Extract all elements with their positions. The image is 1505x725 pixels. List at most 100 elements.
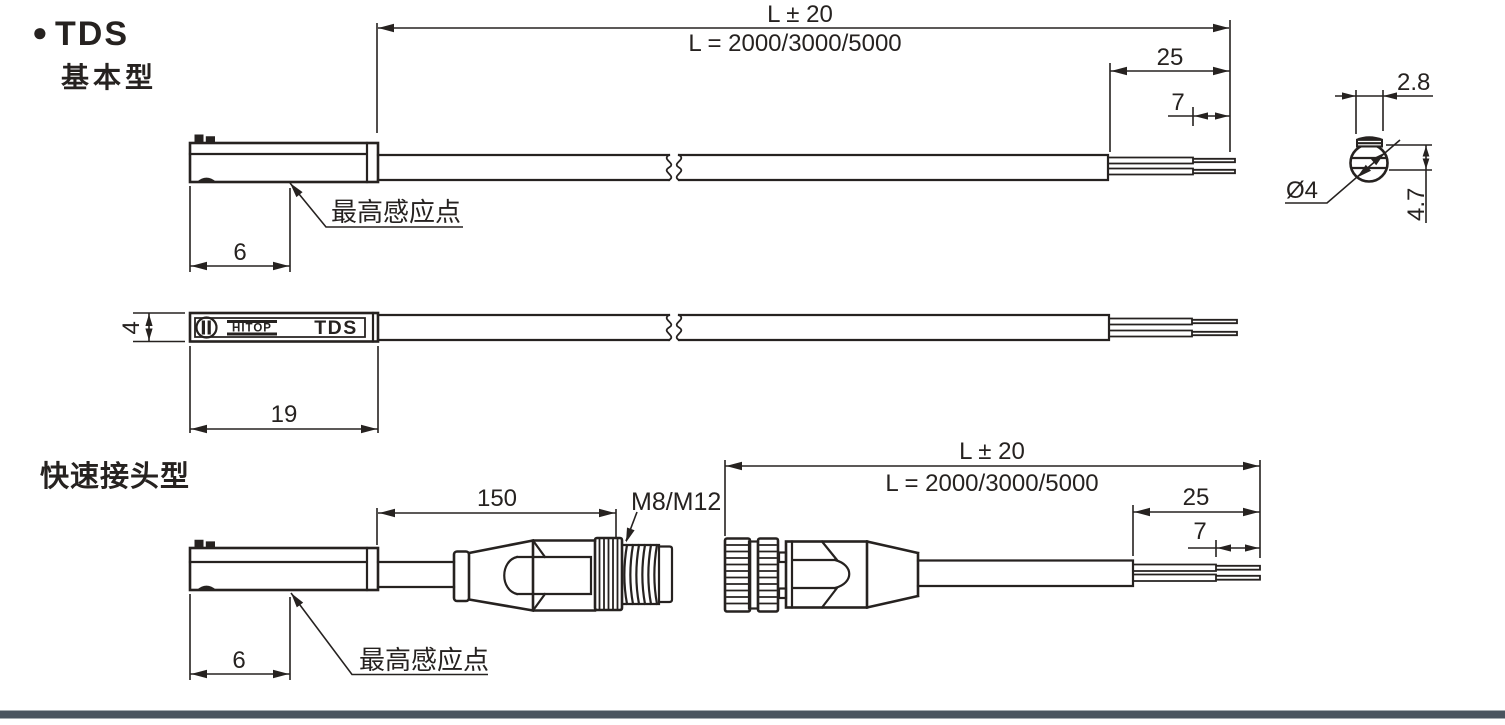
cable-break-symbol xyxy=(665,153,683,182)
cable xyxy=(376,313,1111,342)
leader-arrow xyxy=(290,183,303,198)
knurled-ring-2 xyxy=(756,537,780,613)
title-bullet: ● xyxy=(32,17,48,47)
dim-pigtail-value: 150 xyxy=(477,485,517,512)
dim-sensing-offset-basic: 6 xyxy=(189,186,291,272)
model-text: TDS xyxy=(314,317,358,339)
leader-arrow xyxy=(626,527,635,543)
brand-text: HITOP xyxy=(232,323,272,335)
dim-strip-length: 7 xyxy=(1193,518,1206,545)
dim-body-length: 19 xyxy=(189,346,379,434)
dim-lines xyxy=(189,346,379,433)
sensor-body-top xyxy=(188,311,380,343)
knurled-ring-1 xyxy=(723,537,752,613)
set-screw-icon xyxy=(194,134,215,143)
basic-top-view: HITOP TDS 4 19 xyxy=(118,311,1238,434)
strain-relief-collar xyxy=(452,550,471,603)
dim-strip-length: 7 xyxy=(1171,89,1184,116)
dim-body-height: 4 xyxy=(118,312,185,343)
dim-arrows xyxy=(1194,112,1229,120)
dim-sensing-offset: 6 xyxy=(232,647,245,674)
boot-taper xyxy=(865,539,920,610)
max-sensing-point-label: 最高感应点 xyxy=(359,645,489,675)
dim-cable-length-connector: L ± 20 L = 2000/3000/5000 xyxy=(724,438,1261,558)
pigtail-cable xyxy=(376,560,456,589)
sensor-body-details xyxy=(188,546,369,592)
dim-wire-length-basic: 25 xyxy=(1109,44,1230,152)
dim-tip-height: 4.7 xyxy=(1403,188,1430,221)
dim-wire-length-connector: 25 xyxy=(1132,484,1260,556)
callout-sensing-point-basic: 最高感应点 xyxy=(289,182,463,228)
knurl-stripes xyxy=(598,538,619,610)
cable xyxy=(376,153,1110,182)
max-sensing-point-label: 最高感应点 xyxy=(331,197,461,227)
dim-strip-length-basic: 7 xyxy=(1168,89,1230,126)
dim-length-tolerance: L ± 20 xyxy=(959,438,1025,465)
dim-lines xyxy=(724,460,1261,558)
callout-sensing-point-connector: 最高感应点 xyxy=(290,592,489,676)
leader-line xyxy=(289,182,463,228)
dim-sensing-offset: 6 xyxy=(233,239,246,266)
dim-cable-length-basic: L ± 20 L = 2000/3000/5000 xyxy=(376,1,1231,152)
basic-type-subtitle: 基本型 xyxy=(61,62,157,93)
dim-body-length-value: 19 xyxy=(271,401,298,428)
dim-length-options: L = 2000/3000/5000 xyxy=(688,30,901,57)
male-connector xyxy=(452,536,674,613)
body-mold-detail xyxy=(790,539,851,610)
dim-pigtail-length: 150 xyxy=(376,485,617,545)
female-connector xyxy=(723,537,920,613)
lead-wires xyxy=(1108,317,1238,338)
dim-lines xyxy=(376,20,1231,152)
brand-rules xyxy=(227,320,277,336)
sensor-body-details xyxy=(188,141,369,184)
quick-connector-view: 快速接头型 150 M8/M12 xyxy=(40,438,1261,680)
dim-screw-width: 2.8 xyxy=(1397,69,1430,96)
dim-length-tolerance: L ± 20 xyxy=(767,1,833,28)
output-cable xyxy=(916,559,1135,588)
lead-wires xyxy=(1132,563,1261,582)
sensor-body xyxy=(188,546,380,592)
knurl-2-stripes xyxy=(759,544,777,605)
dim-arrows xyxy=(1217,544,1259,552)
brand-logo-icon xyxy=(195,316,218,339)
quick-connector-title: 快速接头型 xyxy=(40,460,190,493)
dim-lines xyxy=(1109,63,1230,152)
dim-strip-length-connector: 7 xyxy=(1188,518,1260,557)
cable-break-symbol xyxy=(665,313,683,342)
thread-profile xyxy=(622,543,661,606)
sensing-dome xyxy=(197,585,216,590)
dim-wire-length: 25 xyxy=(1183,484,1210,511)
connector-boot xyxy=(467,538,597,613)
sensor-body xyxy=(188,141,380,184)
dim-arrows-tip-height xyxy=(1422,146,1430,169)
header: ● TDS 基本型 xyxy=(32,15,157,93)
sensing-dome xyxy=(197,177,216,182)
knurled-ring xyxy=(593,536,624,612)
footer-bar xyxy=(0,710,1505,719)
basic-side-view xyxy=(188,134,1236,184)
boot-mold-detail xyxy=(503,538,593,613)
diameter-arrows xyxy=(1357,152,1385,178)
thread-size-callout: M8/M12 xyxy=(625,488,721,543)
dim-body-height-value: 4 xyxy=(118,321,145,334)
thread-end-stub xyxy=(657,545,674,604)
leader-line xyxy=(290,592,488,676)
dim-arrows xyxy=(145,314,153,341)
thread-size-label: M8/M12 xyxy=(631,488,721,516)
connector-body xyxy=(784,540,869,609)
set-screw-icon xyxy=(194,539,215,548)
leader-arrow xyxy=(291,593,304,608)
dim-lines xyxy=(1132,505,1260,556)
brand-logo-bars xyxy=(201,320,211,335)
screw-thread-lines xyxy=(1358,140,1381,146)
knurl-1-stripes xyxy=(726,544,749,605)
sensor-tip-circle xyxy=(1349,143,1389,183)
dim-tip-diameter: Ø4 xyxy=(1286,177,1318,204)
dim-length-options: L = 2000/3000/5000 xyxy=(885,470,1098,497)
dim-arrows-screw-width xyxy=(1342,92,1397,100)
label-panel xyxy=(194,317,366,338)
page-title: TDS xyxy=(55,15,129,53)
dim-wire-length: 25 xyxy=(1157,44,1184,71)
